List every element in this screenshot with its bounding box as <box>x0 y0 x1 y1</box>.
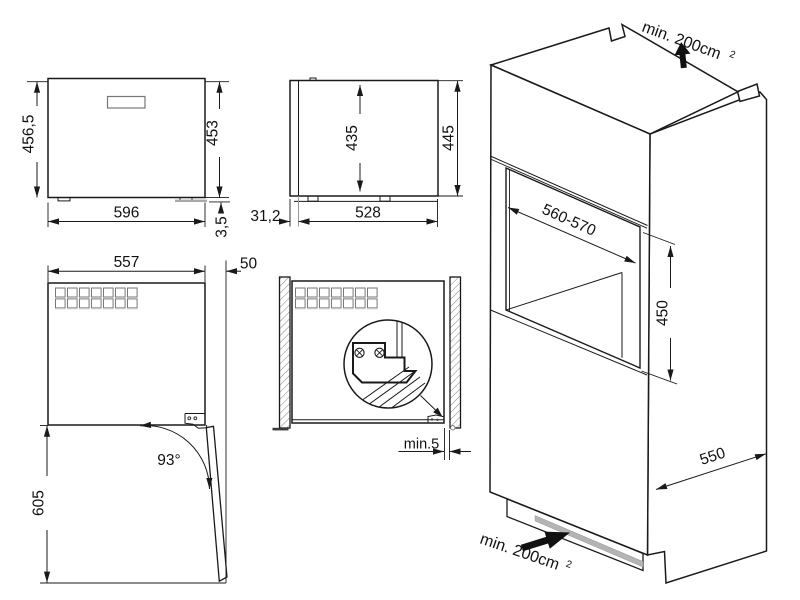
dim-front-body-height: 453 <box>205 81 229 199</box>
dim-label-side-body-depth: 528 <box>355 205 381 222</box>
appliance-side-body <box>289 79 439 197</box>
top-notch <box>309 77 317 81</box>
top-vent-sup: 2 <box>728 49 737 61</box>
cabinet-side-face <box>646 91 768 585</box>
dim-label-front-total-height: 456,5 <box>21 115 38 154</box>
vent-grid-detail <box>295 287 379 310</box>
bottom-vent-sup: 2 <box>564 559 573 571</box>
door-swing-arc <box>139 421 213 490</box>
dim-label-front-body-height: 453 <box>205 120 222 146</box>
hinge-screw-2 <box>193 416 198 421</box>
cabinet-top-face <box>488 22 740 135</box>
hinge-detail-screw-1 <box>354 347 365 358</box>
display-window <box>106 95 146 109</box>
side-foot-rear <box>379 195 391 202</box>
dim-label-side-total-height: 445 <box>441 125 458 151</box>
dim-label-door-clearance: 50 <box>240 256 258 273</box>
dim-top-width: 557 <box>47 254 206 282</box>
corner-screw-1 <box>430 418 434 421</box>
bottom-vent-arrow-icon <box>520 531 570 552</box>
dim-side-body-depth: 528 <box>298 199 438 227</box>
front-view: 456,5 453 3,5 596 <box>21 77 231 238</box>
dim-front-plinth: 3,5 <box>209 201 231 238</box>
vent-grid <box>55 287 139 310</box>
wall-section-hatch <box>353 366 426 408</box>
hinge-detail-screw-2 <box>374 347 385 358</box>
dim-label-side-clearance: min.5 <box>404 437 439 453</box>
corner-hinge-bracket <box>427 414 445 424</box>
lens-leader-arrowhead <box>433 407 443 417</box>
dim-label-niche-height: 450 <box>655 300 672 326</box>
dim-niche-height: 450 <box>641 232 678 385</box>
dim-front-width: 596 <box>47 202 206 227</box>
cabinet-right-wall <box>449 276 462 429</box>
cabinet-niche-isometric-view: 560-570 450 550 min. 200cm 2 min. 200cm … <box>478 19 768 585</box>
cabinet-left-wall <box>278 276 291 429</box>
dim-front-total-height: 456,5 <box>21 81 48 198</box>
dim-door-clearance: 50 <box>226 256 258 275</box>
dim-side-clearance: min.5 <box>398 428 471 460</box>
left-foot <box>57 197 71 202</box>
top-rear-right-notch <box>736 82 761 103</box>
dim-label-side-door-thickness: 31,2 <box>250 208 280 225</box>
dim-side-total-height: 445 <box>438 80 463 197</box>
top-vent-arrow-icon <box>674 42 691 69</box>
plinth-bar <box>175 199 207 202</box>
niche-floor-edge <box>505 272 623 311</box>
dim-side-cavity-height: 435 <box>344 85 364 192</box>
side-clearance-detail-view: min.5 <box>272 276 471 460</box>
dim-label-top-width: 557 <box>114 254 140 271</box>
top-view-door-open: 93° 557 50 605 <box>31 254 258 584</box>
corner-screw-2 <box>436 418 439 421</box>
dim-label-front-width: 596 <box>114 205 140 222</box>
hinge-detail-bracket <box>352 342 418 384</box>
dim-swing-depth: 605 <box>31 425 226 584</box>
dim-cabinet-depth: 550 <box>655 445 767 490</box>
dim-label-front-plinth: 3,5 <box>214 216 231 238</box>
side-view: 435 445 31,2 528 <box>250 77 463 227</box>
lens-leader-line <box>420 395 437 411</box>
lens-content <box>352 320 426 408</box>
side-foot-front <box>307 195 319 202</box>
dim-label-swing-depth: 605 <box>31 490 48 516</box>
open-door-panel <box>205 425 228 583</box>
lower-panel-top-edge <box>490 309 648 376</box>
left-wall-base <box>272 427 289 431</box>
dim-label-door-angle: 93° <box>157 452 180 469</box>
hinge-screw-1 <box>187 416 192 421</box>
bottom-vent-slot <box>534 515 644 568</box>
dim-label-side-cavity-height: 435 <box>344 125 361 151</box>
right-wall-base-mark <box>450 425 456 431</box>
